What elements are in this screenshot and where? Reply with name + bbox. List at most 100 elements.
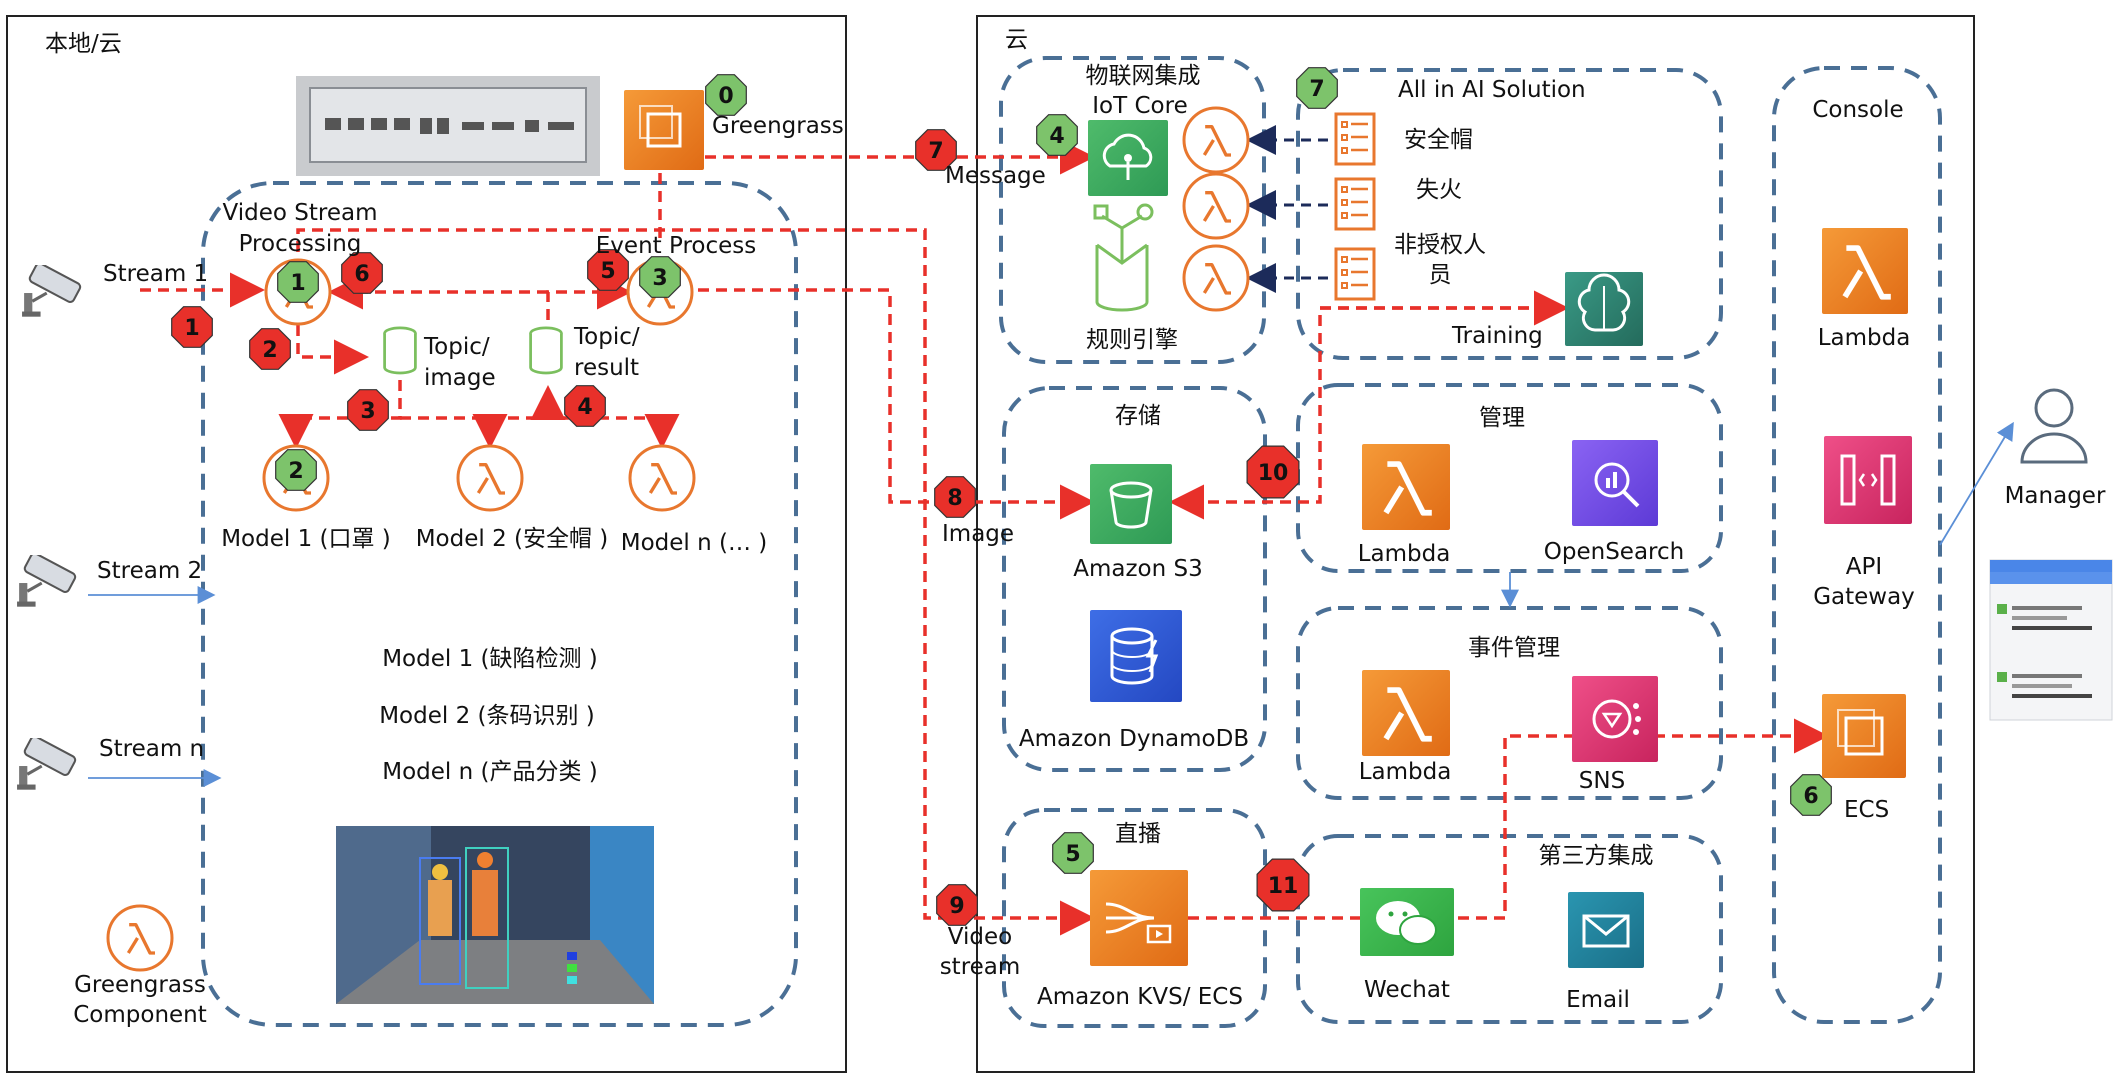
topic-result-icon [529,326,563,375]
s3-label: Amazon S3 [1073,556,1203,582]
manager-label: Manager [2004,483,2106,509]
svg-text:4: 4 [577,395,592,420]
wechat-icon [1360,888,1454,956]
ai-group-title: All in AI Solution [1398,77,1586,103]
svg-text:9: 9 [949,894,964,919]
ai-doc-1-icon [1334,112,1376,166]
ai-item-2: 失火 [1416,177,1462,203]
green-step-3: 3 [639,256,681,298]
factory-photo [336,826,654,1004]
api-gateway-label: API Gateway [1813,554,1915,610]
ai-item-3: 非授权人员 [1394,232,1486,288]
topic-image-label: Topic/ image [424,334,496,391]
sns-icon [1572,676,1658,762]
storage-group-title: 存储 [1115,403,1161,429]
red-step-4: 4 [564,385,606,427]
green-step-6: 6 [1790,774,1832,816]
mgmt-group-title: 管理 [1479,405,1525,431]
red-step-2: 2 [249,328,291,370]
flow-topic-to-model2 [400,414,508,449]
video-stream-label: Video stream [939,924,1021,980]
model1-label: Model 1 (口罩 ) [221,526,391,552]
iot-lambda-1-icon [1182,106,1250,174]
model2-label: Model 2 (安全帽 ) [415,526,609,552]
console-ecs-label: ECS [1844,797,1890,823]
event-lambda-service-icon [1362,670,1450,756]
email-label: Email [1566,987,1630,1013]
stream1-label: Stream 1 [103,261,209,287]
green-step-4: 4 [1036,114,1078,156]
svg-text:11: 11 [1268,874,1299,899]
svg-text:7: 7 [928,139,943,164]
red-step-1-left: 1 [171,306,213,348]
kvs-icon [1090,870,1188,966]
flow-training-to-s3 [1169,306,1565,520]
svg-text:5: 5 [600,259,615,284]
svg-text:1: 1 [184,316,199,341]
red-step-7: 7 [915,129,957,171]
green-step-5: 5 [1052,832,1094,874]
red-step-9: 9 [936,884,978,926]
manager-icon [2020,388,2088,464]
image-label: Image [942,521,1015,547]
red-step-6: 6 [341,252,383,294]
iot-group [999,56,1266,364]
flow-image [698,288,1095,520]
console-to-manager-arrow [1939,421,2014,546]
ai-item-1: 安全帽 [1404,127,1473,153]
red-step-10: 10 [1246,445,1300,499]
svg-text:3: 3 [652,266,667,291]
edge-device-image [296,76,600,176]
iot-lambda-3-icon [1182,244,1250,312]
model-list-item-2: Model 2 (条码识别 ) [379,703,595,729]
red-step-3: 3 [347,389,389,431]
event-mgmt-title: 事件管理 [1468,635,1560,661]
red-step-5: 5 [587,249,629,291]
sagemaker-training-icon [1565,272,1643,346]
green-step-0: 0 [705,74,747,116]
sns-label: SNS [1578,768,1626,794]
cloud-region-frame [976,15,1975,1073]
thirdparty-group [1296,834,1723,1024]
kvs-label: Amazon KVS/ ECS [1037,984,1243,1010]
svg-text:2: 2 [288,459,303,484]
mobile-notification-screenshot [1989,559,2113,721]
greengrass-core-icon [624,90,704,170]
greengrass-component-label: Greengrass Component [73,972,207,1028]
iot-group-title: 物联网集成 [1085,63,1201,89]
cloud-region-title: 云 [1005,27,1028,53]
console-lambda-label: Lambda [1817,325,1911,351]
svg-text:8: 8 [947,486,962,511]
iot-lambda-2-icon [1182,172,1250,240]
iot-core-icon [1088,120,1168,196]
video-stream-processing-label: Video Stream Processing [222,200,378,257]
storage-group [1002,386,1267,772]
model2-lambda-icon [456,444,524,512]
greengrass-component-icon [106,904,174,972]
console-lambda-icon [1822,228,1908,314]
console-title: Console [1812,97,1904,123]
local-region-frame [6,15,847,1073]
flow-to-topic-image [296,325,369,375]
training-label: Training [1452,323,1543,349]
svg-text:1: 1 [290,271,305,296]
mgmt-lambda-label: Lambda [1357,541,1451,567]
topic-image-icon [383,326,417,375]
live-group-title: 直播 [1115,821,1161,847]
console-group [1772,66,1942,1024]
event-process-label: Event Process [595,233,757,259]
topic-result-label: Topic/ result [574,324,640,381]
camera-1-icon [20,265,84,319]
green-step-7: 7 [1296,67,1338,109]
green-step-1: 1 [277,261,319,303]
camera-n-icon [15,738,79,792]
opensearch-icon [1572,440,1658,526]
greengrass-label: Greengrass [712,113,844,139]
greengrass-group [201,181,798,1027]
ai-group [1296,68,1723,360]
model-list-item-1: Model 1 (缺陷检测 ) [382,646,598,672]
rules-engine-label: 规则引擎 [1086,327,1178,353]
svg-text:0: 0 [718,84,733,109]
iot-core-label: IoT Core [1092,93,1188,119]
svg-text:4: 4 [1049,124,1064,149]
